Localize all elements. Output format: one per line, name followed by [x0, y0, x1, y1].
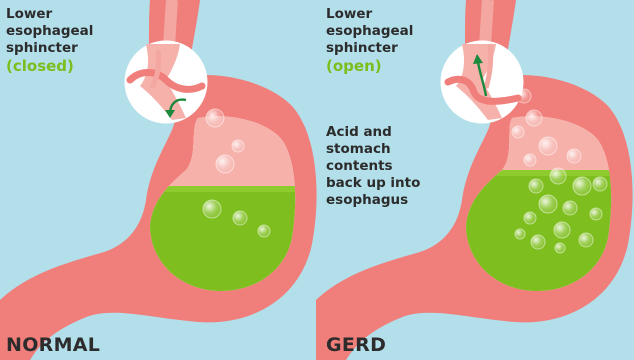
label-line: sphincter [326, 40, 413, 57]
note-line: Acid and [326, 124, 420, 141]
note-line: back up into [326, 175, 420, 192]
label-line: sphincter [6, 40, 93, 57]
label-line: esophageal [326, 23, 413, 40]
sphincter-state: (open) [326, 57, 413, 76]
label-line: esophageal [6, 23, 93, 40]
note-line: stomach [326, 141, 420, 158]
gerd-note: Acid and stomach contents back up into e… [326, 124, 420, 209]
label-line: Lower [326, 6, 413, 23]
label-line: Lower [6, 6, 93, 23]
normal-caption: NORMAL [6, 334, 100, 356]
note-line: contents [326, 158, 420, 175]
normal-sphincter-label: Lower esophageal sphincter (closed) [6, 6, 93, 76]
gerd-caption: GERD [326, 334, 386, 356]
sphincter-state: (closed) [6, 57, 93, 76]
gerd-sphincter-label: Lower esophageal sphincter (open) [326, 6, 413, 76]
note-line: esophagus [326, 192, 420, 209]
